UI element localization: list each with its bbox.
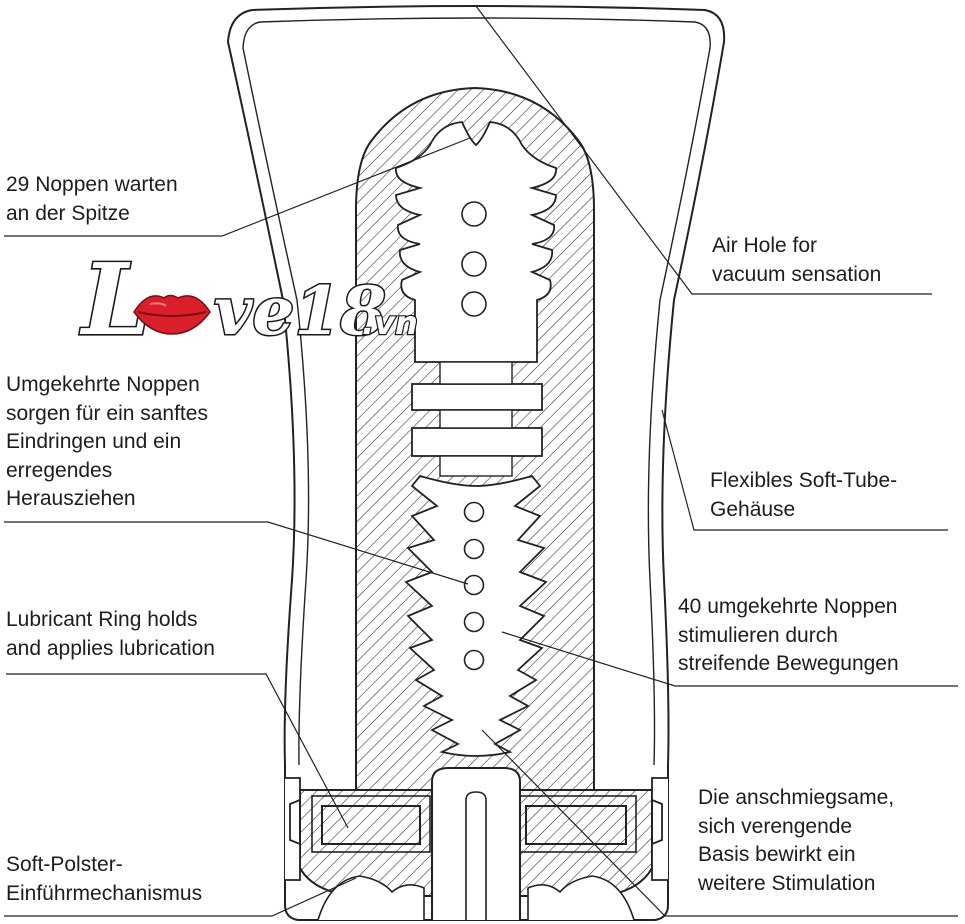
ring-2 — [411, 427, 543, 457]
outer-casing-inner-edge — [259, 17, 711, 766]
label-line: weitere Stimulation — [698, 871, 876, 895]
label-line: Eindringen und ein — [6, 430, 182, 453]
love18-logo: L ve18 .vn — [78, 241, 419, 350]
channel-1 — [439, 361, 513, 385]
label-line: and applies lubrication — [6, 636, 215, 660]
channel-3 — [439, 455, 513, 477]
label-cushion: Soft-Polster- Einführmechanismus — [6, 851, 202, 908]
base-side-clip-left — [285, 777, 301, 881]
label-reverse-nubs: Umgekehrte Noppen sorgen für ein sanftes… — [6, 371, 208, 514]
lube-ring-left — [321, 805, 421, 845]
cushion-right — [527, 875, 635, 921]
leader-lines — [4, 5, 958, 917]
lube-ring-left-frame — [311, 795, 431, 853]
label-line: Umgekehrte Noppen — [6, 373, 200, 396]
label-line: Die anschmiegsame, — [698, 786, 895, 809]
cushion-left — [317, 875, 425, 921]
label-line: sich verengende — [698, 814, 853, 838]
label-tip-nubs: 29 Noppen warten an der Spitze — [6, 171, 178, 228]
channel-2 — [439, 409, 513, 429]
label-line: stimulieren durch — [678, 623, 838, 647]
lips-icon — [133, 294, 211, 335]
svg-text:ve18: ve18 — [214, 272, 386, 350]
label-line: Lubricant Ring holds — [6, 608, 198, 631]
label-air-hole: Air Hole for vacuum sensation — [712, 232, 881, 289]
label-line: Soft-Polster- — [6, 853, 123, 876]
label-base: Die anschmiegsame, sich verengende Basis… — [698, 784, 894, 898]
tip-cavity — [395, 121, 557, 363]
lower-nub-dots — [463, 501, 485, 671]
label-line: vacuum sensation — [712, 262, 882, 286]
label-forty-nubs: 40 umgekehrte Noppen stimulieren durch s… — [678, 593, 899, 679]
label-line: Herausziehen — [6, 487, 136, 510]
svg-text:L: L — [79, 243, 151, 350]
label-line: Einführmechanismus — [6, 881, 203, 905]
svg-text:.vn: .vn — [362, 304, 418, 342]
label-line: erregendes — [6, 458, 113, 482]
label-line: 29 Noppen warten — [6, 173, 178, 196]
label-soft-tube: Flexibles Soft-Tube- Gehäuse — [710, 467, 897, 524]
tip-nub-dots — [461, 201, 487, 317]
label-line: streifende Bewegungen — [678, 652, 899, 675]
outer-casing-inner-edge-left — [242, 21, 310, 766]
ring-1 — [411, 383, 543, 411]
center-plug-inner — [465, 791, 487, 920]
label-line: Basis bewirkt ein — [698, 843, 856, 866]
label-line: Air Hole for — [712, 234, 818, 257]
label-line: 40 umgekehrte Noppen — [678, 595, 898, 618]
label-line: sorgen für ein sanftes — [6, 401, 208, 425]
label-line: Flexibles Soft-Tube- — [710, 469, 898, 492]
label-line: Gehäuse — [710, 497, 796, 521]
base-side-clip-right — [651, 777, 668, 881]
center-plug — [431, 767, 521, 920]
label-lube-ring: Lubricant Ring holds and applies lubrica… — [6, 606, 215, 663]
label-line: an der Spitze — [6, 201, 130, 225]
